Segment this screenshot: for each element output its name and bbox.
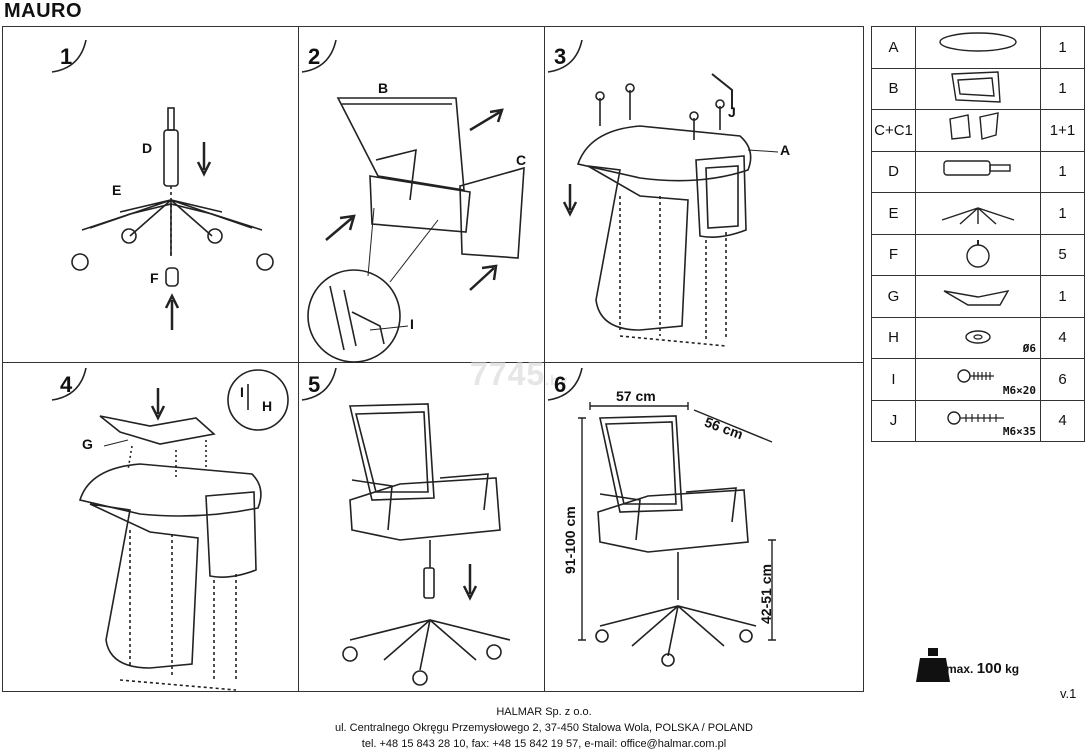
- part-label: F: [150, 270, 159, 286]
- parts-row: H Ø6 4: [871, 316, 1085, 359]
- divider: [544, 26, 545, 692]
- parts-row: C+C1 1+1: [871, 109, 1085, 152]
- part-letter: J: [871, 399, 916, 442]
- part-picture: [915, 275, 1041, 318]
- part-picture: [915, 150, 1041, 193]
- step-number: 5: [308, 372, 321, 397]
- part-letter: A: [871, 26, 916, 69]
- part-label: I: [240, 384, 244, 400]
- step-number: 6: [554, 372, 567, 397]
- part-letter: D: [871, 150, 916, 193]
- step-4-marker: [51, 367, 87, 401]
- part-picture: [915, 26, 1041, 69]
- part-label: B: [378, 80, 389, 96]
- part-label: A: [780, 142, 791, 158]
- part-label: E: [112, 182, 122, 198]
- divider: [2, 362, 864, 363]
- part-spec: M6×20: [1002, 383, 1036, 397]
- step-number: 3: [554, 44, 567, 69]
- page-title: MAURO: [4, 0, 83, 22]
- part-picture: [915, 109, 1041, 152]
- parts-row: I M6×20 6: [871, 358, 1085, 401]
- step-5-marker: [301, 367, 337, 401]
- part-letter: C+C1: [871, 109, 916, 152]
- part-spec: M6×35: [1002, 425, 1036, 438]
- part-label: G: [82, 436, 93, 452]
- part-picture: M6×35: [915, 399, 1041, 442]
- part-label: H: [262, 398, 273, 414]
- part-letter: F: [871, 233, 916, 276]
- washer-icon: [965, 330, 991, 344]
- step-5-drawing: [342, 403, 511, 686]
- weight-icon: [916, 648, 950, 682]
- part-letter: H: [871, 316, 916, 359]
- part-quantity: 5: [1040, 233, 1085, 276]
- part-quantity: 1+1: [1040, 109, 1085, 152]
- part-picture: [915, 233, 1041, 276]
- watermark: 7745.by: [470, 356, 569, 392]
- part-quantity: 6: [1040, 358, 1085, 401]
- step-3-drawing: [562, 73, 779, 347]
- part-letter: B: [871, 67, 916, 110]
- short-bolt-icon: [957, 369, 994, 383]
- part-quantity: 4: [1040, 316, 1085, 359]
- part-spec: Ø6: [1022, 342, 1036, 355]
- part-letter: I: [871, 358, 916, 401]
- footer-contact: tel. +48 15 843 28 10, fax: +48 15 842 1…: [361, 738, 727, 750]
- step-1-drawing: [71, 107, 274, 330]
- part-label: J: [728, 104, 736, 120]
- part-quantity: 1: [1040, 67, 1085, 110]
- armrests-icon: [949, 112, 999, 141]
- step-number: 2: [308, 44, 321, 69]
- mechanism-icon: [943, 290, 1010, 306]
- seat-plate-icon: [939, 32, 1017, 52]
- step-4-drawing: [78, 369, 289, 691]
- part-letter: E: [871, 192, 916, 235]
- part-picture: M6×20: [915, 358, 1041, 401]
- step-2-drawing: [307, 97, 525, 363]
- part-picture: [915, 192, 1041, 235]
- step-6-drawing: [578, 402, 776, 667]
- version-label: v.1: [1060, 686, 1077, 701]
- part-letter: G: [871, 275, 916, 318]
- step-3-marker: [547, 39, 583, 73]
- instructions-frame: [2, 26, 864, 692]
- part-picture: Ø6: [915, 316, 1041, 359]
- part-picture: [915, 67, 1041, 110]
- part-quantity: 4: [1040, 399, 1085, 442]
- footer-address: ul. Centralnego Okręgu Przemysłowego 2, …: [334, 722, 753, 734]
- step-2-marker: [301, 39, 337, 73]
- seat-height-dimension: 42-51 cm: [758, 564, 774, 624]
- parts-row: J M6×35 4: [871, 399, 1085, 442]
- part-quantity: 1: [1040, 192, 1085, 235]
- part-label: I: [410, 316, 414, 332]
- width-dimension: 57 cm: [616, 388, 656, 404]
- step-1-marker: [51, 39, 87, 73]
- star-base-icon: [941, 207, 1015, 225]
- footer-company: HALMAR Sp. z o.o.: [496, 706, 592, 718]
- backrest-icon: [951, 71, 1001, 103]
- step-6-marker: [547, 367, 583, 401]
- divider: [298, 26, 299, 692]
- part-quantity: 1: [1040, 150, 1085, 193]
- step-number: 4: [60, 372, 73, 397]
- part-label: D: [142, 140, 153, 156]
- step-number: 1: [60, 44, 73, 69]
- long-bolt-icon: [947, 411, 1004, 425]
- part-label: C: [516, 152, 527, 168]
- part-quantity: 1: [1040, 26, 1085, 69]
- height-dimension: 91-100 cm: [562, 506, 578, 574]
- max-load: max. 100 kg: [946, 660, 1020, 677]
- gas-lift-icon: [943, 160, 1011, 176]
- castor-icon: [966, 239, 990, 268]
- part-quantity: 1: [1040, 275, 1085, 318]
